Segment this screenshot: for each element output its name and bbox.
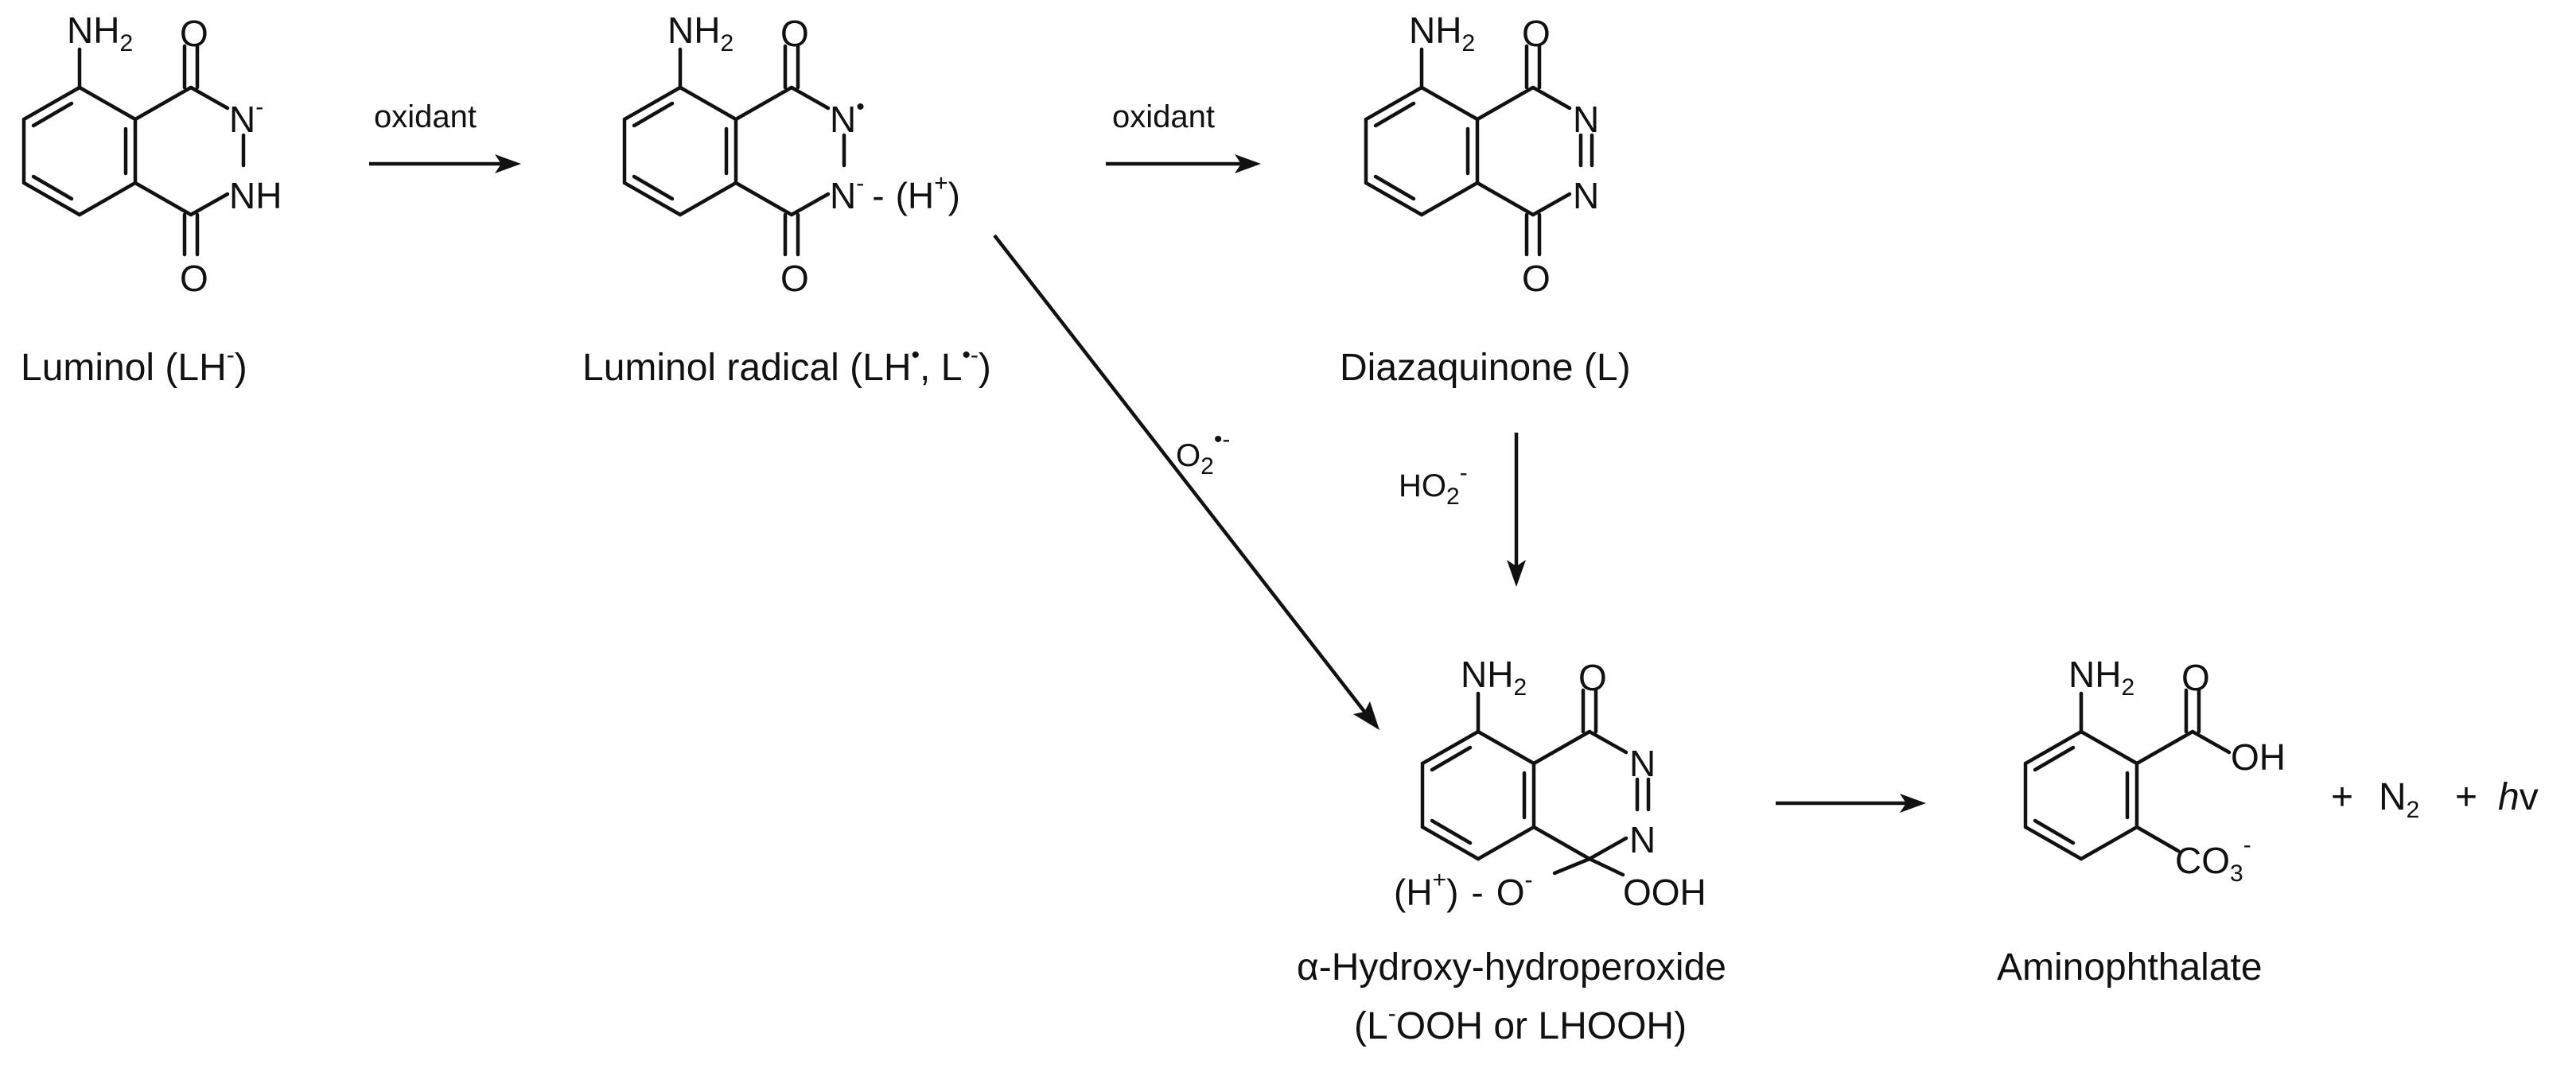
oh-label: OH (2231, 736, 2286, 778)
n-anion-hplus: N--(H+) (830, 170, 960, 216)
byproducts: + N2 + hv (2331, 776, 2539, 823)
nh2-label: NH2 (67, 10, 133, 56)
nh2-label: NH2 (667, 10, 733, 56)
alkoxide-hplus: (H+)-O- (1394, 867, 1533, 913)
n-bottom: N (1573, 175, 1599, 216)
molecule-luminol-radical: NH2 O O N• N--(H+) (625, 10, 960, 299)
carbonyl-o-bottom: O (1522, 258, 1551, 299)
nh-label: NH (229, 175, 282, 216)
carbonyl-o-bottom: O (780, 258, 809, 299)
arrow-step3: HO2- (1399, 433, 1526, 587)
arrow-step1: oxidant (369, 99, 521, 173)
molecule-hydroxy-hydroperoxide: NH2 O N N (H+)-O- OOH (1394, 654, 1706, 913)
n-top: N (1629, 743, 1656, 784)
caption-hydroperoxide-2: (L-OOH or LHOOH) (1354, 1000, 1687, 1047)
carbonyl-o-bottom: O (180, 258, 208, 299)
n-bottom: N (1629, 819, 1656, 860)
reagent-hydroperoxide: HO2- (1399, 460, 1468, 510)
plus-sign-1: + (2331, 776, 2353, 818)
caption-luminol: Luminol (LH-) (21, 342, 247, 389)
reagent-superoxide: O2•- (1176, 426, 1230, 480)
molecule-aminophthalate: NH2 O OH CO3- (2025, 654, 2286, 887)
molecule-diazaquinone: NH2 O O N N (1366, 10, 1599, 299)
arrow-superoxide: O2•- (993, 234, 1379, 730)
carbonyl-o-top: O (180, 13, 208, 54)
nh2-label: NH2 (2068, 654, 2134, 701)
nh2-label: NH2 (1461, 654, 1527, 701)
carbonyl-o-top: O (780, 13, 809, 54)
arrow-step2: oxidant (1106, 99, 1261, 173)
caption-diazaquinone: Diazaquinone (L) (1340, 347, 1631, 389)
ooh-label: OOH (1623, 872, 1706, 913)
caption-luminol-radical: Luminol radical (LH•, L•-) (582, 342, 991, 389)
nh2-label: NH2 (1409, 10, 1475, 56)
carbonyl-o-top: O (1522, 13, 1551, 54)
co3-label: CO3- (2175, 832, 2251, 887)
caption-hydroperoxide-1: α-Hydroxy-hydroperoxide (1297, 946, 1726, 988)
hv-label: hv (2498, 776, 2539, 818)
arrow-step4 (1776, 794, 1926, 813)
reagent-oxidant-1: oxidant (374, 99, 477, 134)
plus-sign-2: + (2455, 776, 2477, 818)
reagent-oxidant-2: oxidant (1112, 99, 1215, 134)
carbonyl-o-top: O (1578, 657, 1607, 698)
n-radical: N• (830, 94, 865, 140)
n-anion: N- (229, 94, 263, 140)
carboxyl-o: O (2181, 657, 2210, 698)
molecule-luminol: NH2 O O N- NH (24, 10, 282, 299)
n2-label: N2 (2379, 776, 2419, 823)
caption-aminophthalate: Aminophthalate (1997, 946, 2263, 988)
n-top: N (1573, 99, 1599, 140)
